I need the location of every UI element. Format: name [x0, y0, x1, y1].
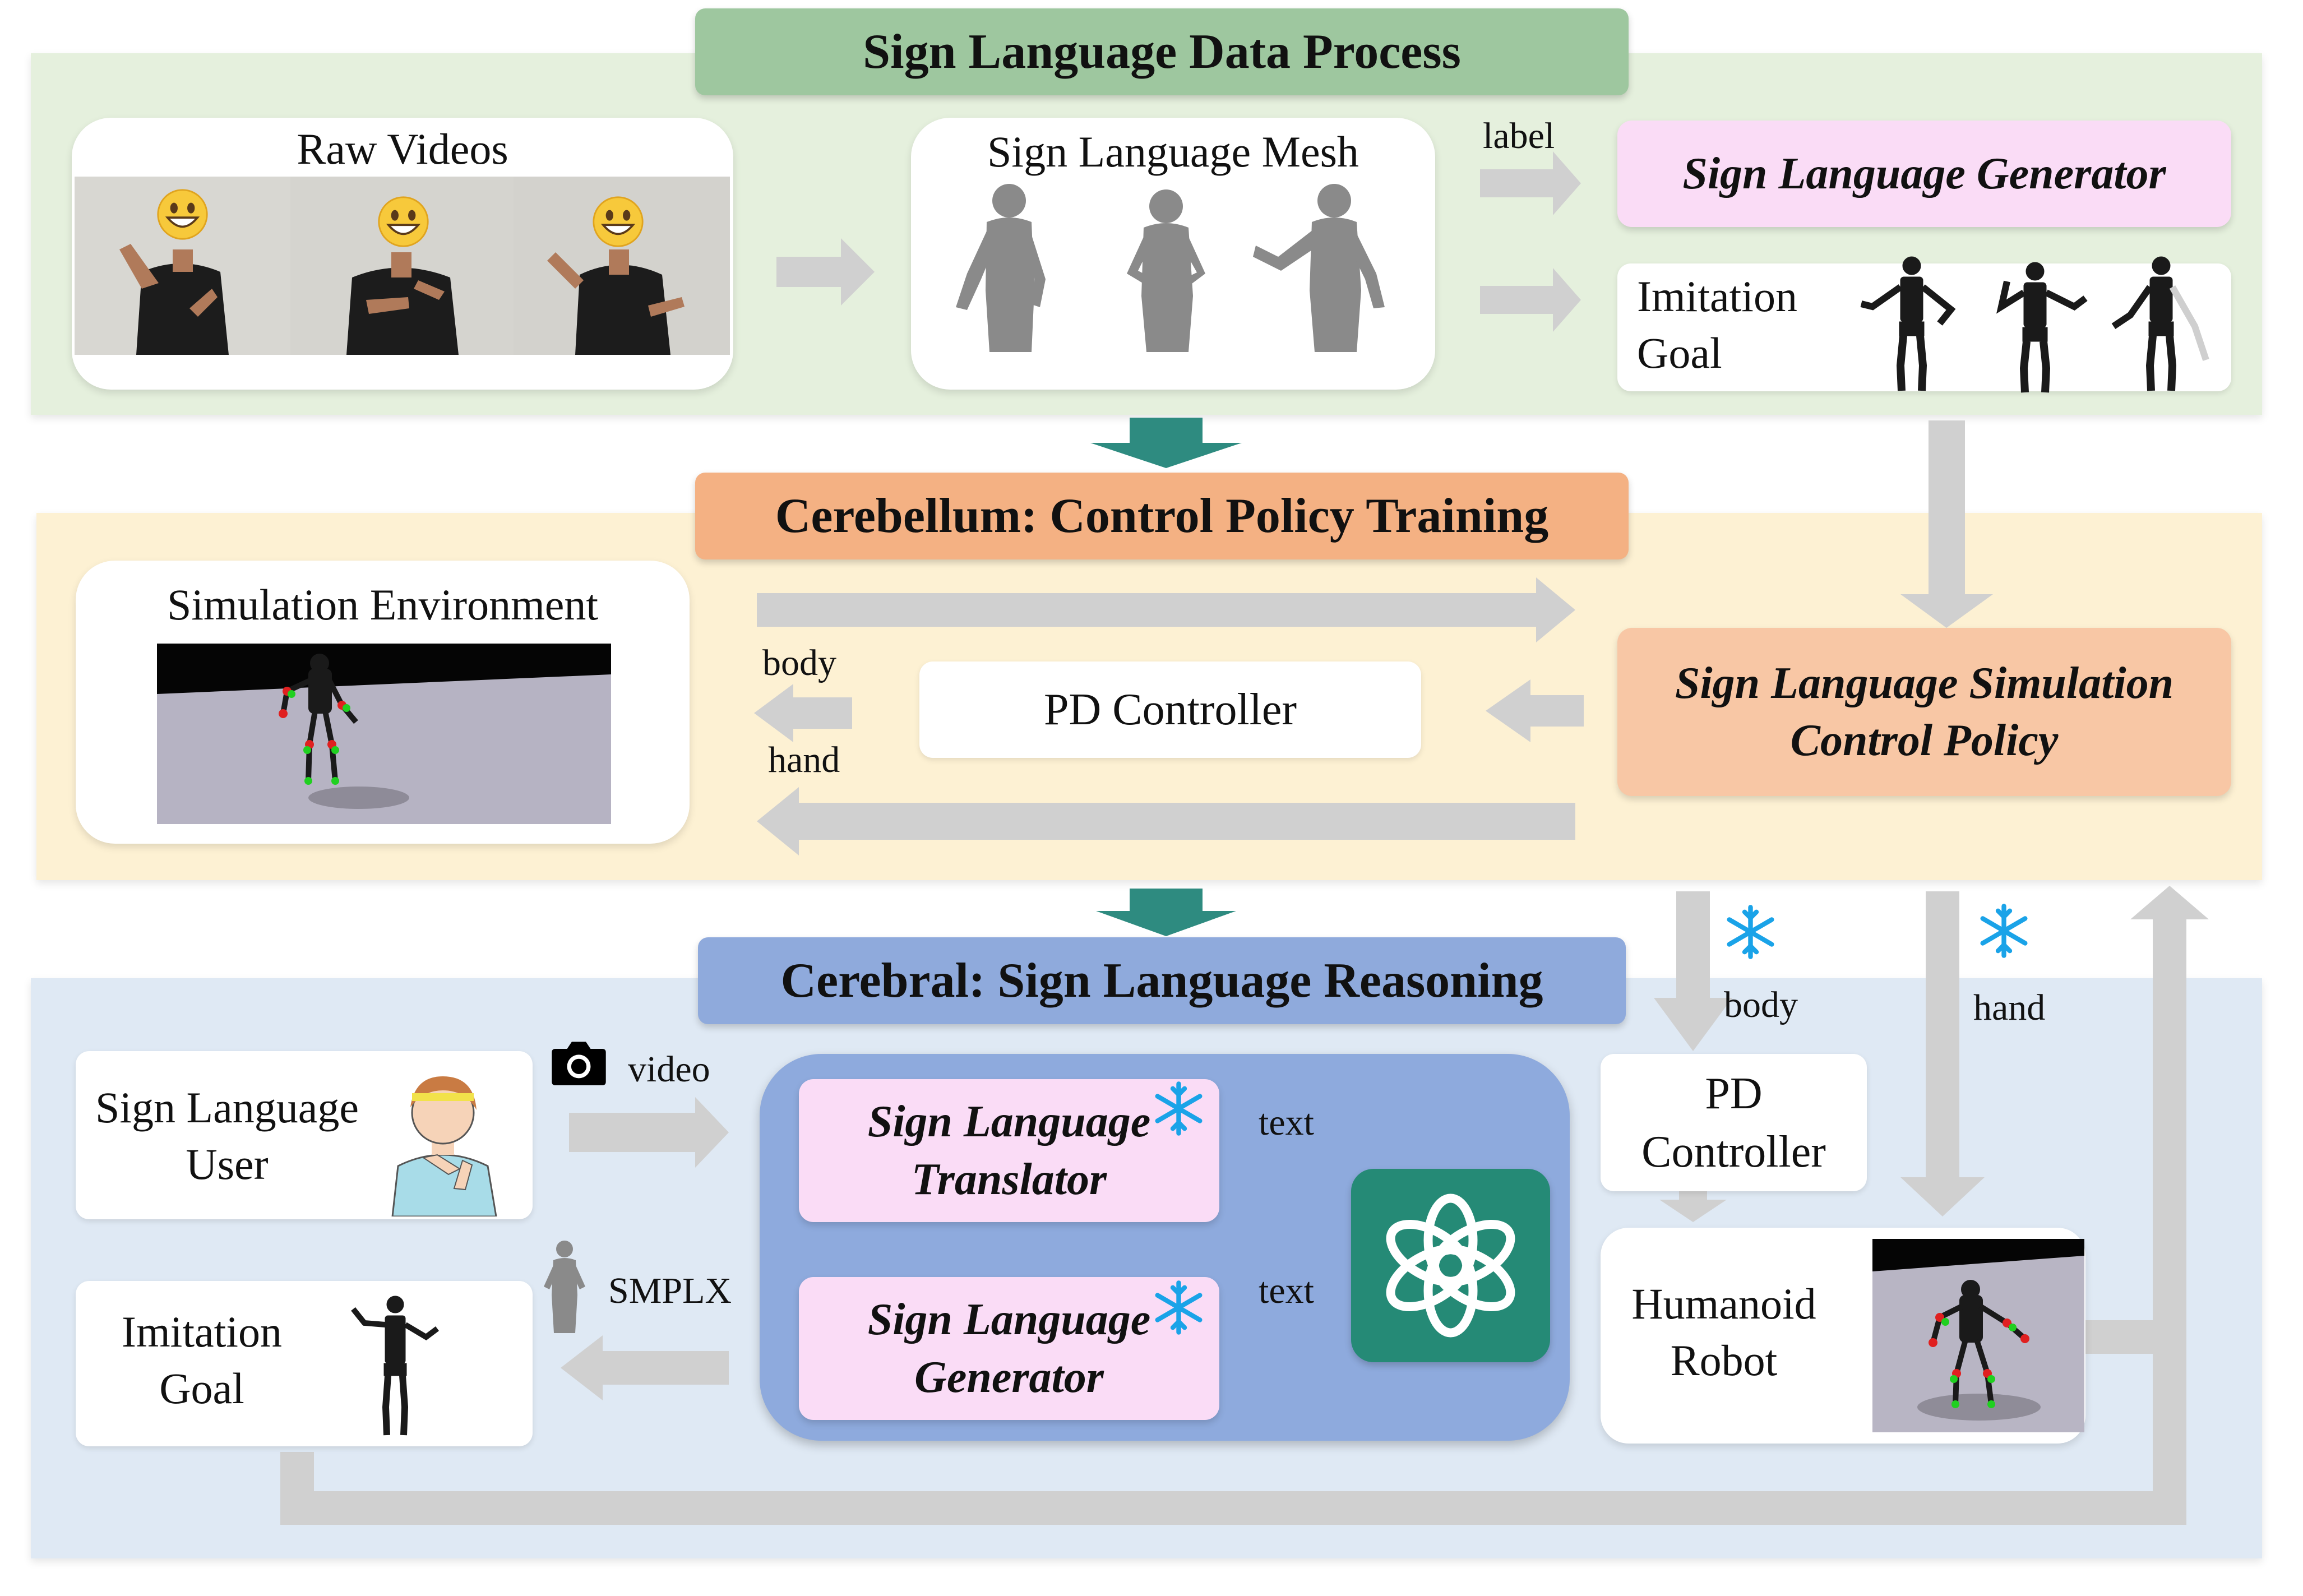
- sign-language-translator[interactable]: Sign Language Translator: [799, 1079, 1219, 1222]
- imitation-goal-top-label: Imitation Goal: [1637, 272, 1797, 378]
- simulation-viewport: [157, 644, 611, 824]
- camera-icon: [552, 1042, 606, 1085]
- cerebellum-title: Cerebellum: Control Policy Training: [695, 473, 1629, 559]
- smiley-face-icon: [378, 196, 429, 247]
- sign-language-mesh-label: Sign Language Mesh: [987, 127, 1359, 176]
- hand-label-middle: hand: [768, 739, 840, 780]
- text-label-bottom: text: [1259, 1270, 1314, 1311]
- pd-controller-middle[interactable]: PD Controller: [919, 661, 1421, 758]
- sign-language-user-label: Sign Language User: [95, 1083, 359, 1189]
- smiley-face-icon: [593, 196, 644, 247]
- human-mesh-icon: [544, 1241, 585, 1333]
- teal-arrow-middle: [1096, 889, 1236, 936]
- imitation-goal-bottom-label: Imitation Goal: [122, 1307, 282, 1413]
- data-process-title: Sign Language Data Process: [695, 8, 1629, 95]
- cerebral-title: Cerebral: Sign Language Reasoning: [698, 937, 1626, 1024]
- video-label: video: [628, 1049, 710, 1090]
- chatgpt-logo-icon[interactable]: [1351, 1169, 1550, 1362]
- snowflake-icon: [1980, 904, 2028, 958]
- video-frame-3: [514, 177, 730, 355]
- hand-label-bottom: hand: [1973, 987, 2046, 1028]
- sign-language-generator-bottom[interactable]: Sign Language Generator: [799, 1277, 1219, 1420]
- video-frame-1: [75, 177, 290, 355]
- label-arrow-text: label: [1483, 115, 1555, 156]
- snowflake-icon: [1155, 1081, 1203, 1136]
- snowflake-icon: [1155, 1280, 1203, 1335]
- smiley-face-icon: [157, 189, 208, 240]
- pd-controller-bottom[interactable]: PD Controller: [1601, 1054, 1867, 1191]
- teal-arrow-top: [1090, 418, 1242, 468]
- humanoid-robot-label: Humanoid Robot: [1631, 1279, 1816, 1385]
- human-mesh-icon: [956, 184, 1385, 352]
- robot-simulation-viewport: [1872, 1239, 2084, 1432]
- body-label-bottom: body: [1724, 984, 1798, 1025]
- humanoid-robot-icon: [351, 1296, 439, 1436]
- body-label-middle: body: [762, 642, 836, 683]
- smplx-label: SMPLX: [608, 1270, 732, 1311]
- imitation-goal-bottom: [76, 1281, 533, 1446]
- humanoid-robot-icon: [1860, 256, 2209, 393]
- user-avatar-icon: [391, 1076, 497, 1216]
- sign-language-generator-top[interactable]: Sign Language Generator: [1617, 121, 2231, 227]
- text-label-top: text: [1259, 1102, 1314, 1143]
- simulation-environment-label: Simulation Environment: [167, 580, 599, 629]
- sign-language-simulation-control-policy[interactable]: Sign Language Simulation Control Policy: [1617, 628, 2231, 796]
- raw-videos-label: Raw Videos: [297, 124, 508, 173]
- snowflake-icon: [1727, 905, 1774, 959]
